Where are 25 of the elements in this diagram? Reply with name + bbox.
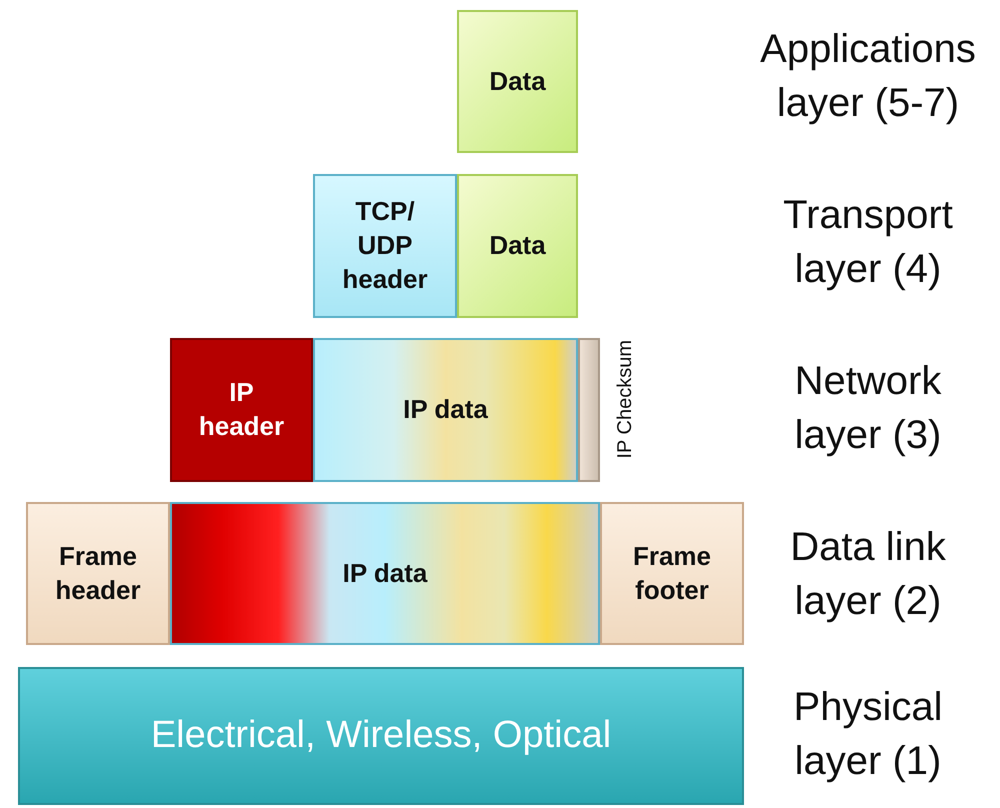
block-label: Data — [489, 229, 546, 262]
block-label: Frame footer — [632, 540, 712, 606]
block-label: Electrical, Wireless, Optical — [150, 713, 612, 758]
footer-block — [600, 502, 744, 645]
block-label: Frame header — [54, 540, 142, 606]
header-block — [313, 174, 457, 318]
layer-name: Transport layer (4) — [782, 192, 954, 293]
checksum-bar — [578, 338, 600, 482]
layer-name: Applications layer (5-7) — [759, 26, 977, 127]
data-block — [457, 10, 578, 153]
rotated-label: IP Checksum — [614, 340, 637, 459]
layer-name: Physical layer (1) — [792, 684, 944, 785]
block-label: TCP/ UDP header — [341, 195, 429, 296]
layer-name: Data link layer (2) — [789, 524, 947, 625]
header-block — [26, 502, 170, 645]
data-block — [170, 502, 600, 645]
block-label: IP header — [198, 376, 286, 443]
block-label: IP data — [403, 393, 488, 426]
header-block — [170, 338, 313, 482]
layer-name: Network layer (3) — [794, 358, 942, 459]
data-block — [457, 174, 578, 318]
block-label: Data — [489, 64, 546, 98]
data-block — [313, 338, 578, 482]
block-label: IP data — [342, 556, 428, 590]
physical-layer-bar — [18, 667, 744, 805]
